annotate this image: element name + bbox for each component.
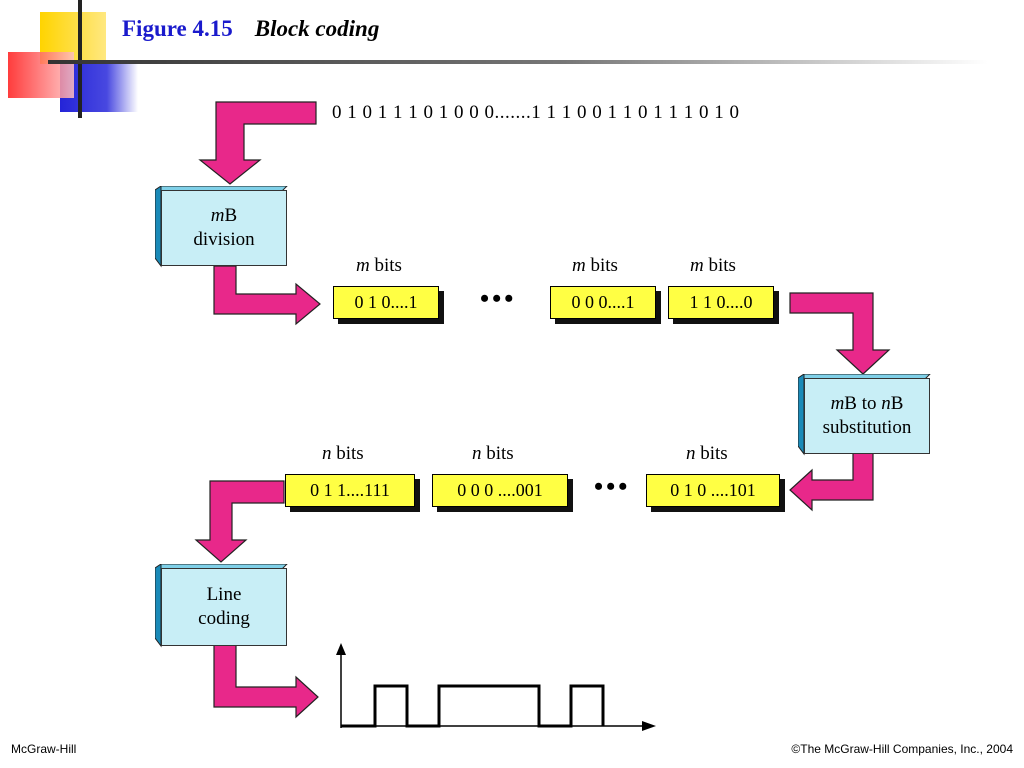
- signal-x-axis-arrowhead: [642, 721, 656, 731]
- n-bits-label-3: n bits: [686, 443, 728, 465]
- footer-publisher: McGraw-Hill: [11, 742, 77, 756]
- label-text: bits: [331, 443, 364, 464]
- m-bits-label-2: m bits: [572, 255, 618, 277]
- m-bits-label-3: m bits: [690, 255, 736, 277]
- mb-division-line2: division: [193, 229, 255, 250]
- letter-b: B: [890, 393, 904, 414]
- footer-copyright: ©The McGraw-Hill Companies, Inc., 2004: [791, 742, 1013, 756]
- arrow-input-to-division: [198, 101, 317, 185]
- input-bit-stream: 0 1 0 1 1 1 0 1 0 0 0.......1 1 1 0 0 1 …: [332, 102, 740, 123]
- signal-y-axis-arrowhead: [336, 643, 346, 655]
- text-b-to: B to: [844, 393, 882, 414]
- slide-corner-decoration: [8, 0, 138, 118]
- substitution-line2: substitution: [822, 417, 912, 438]
- label-text: bits: [695, 443, 728, 464]
- substitution-box: mB to nB substitution: [804, 378, 930, 454]
- m-group-2: 0 0 0....1: [550, 286, 656, 319]
- label-text: bits: [585, 255, 618, 276]
- signal-trace: [341, 684, 605, 728]
- label-text: bits: [481, 443, 514, 464]
- substitution-line1: mB to nB: [805, 392, 929, 416]
- var-m: m: [572, 255, 586, 276]
- title-divider: [48, 60, 988, 64]
- label-text: bits: [703, 255, 736, 276]
- line-coding-box: Line coding: [161, 568, 287, 646]
- arrow-groups-to-substitution: [789, 292, 891, 375]
- n-group-1: 0 1 1....111: [285, 474, 415, 507]
- mb-division-line1: mB: [162, 204, 286, 228]
- n-groups-ellipsis: •••: [594, 472, 631, 501]
- var-n: n: [881, 393, 891, 414]
- figure-number: Figure 4.15: [122, 16, 233, 41]
- line-coding-line2: coding: [198, 608, 250, 629]
- arrow-ngroups-to-linecoding: [194, 480, 285, 563]
- division-box-shadow: mB division: [155, 186, 288, 268]
- var-m: m: [210, 205, 225, 226]
- figure-title: Figure 4.15 Block coding: [122, 16, 379, 42]
- line-coding-line1: Line: [206, 584, 242, 605]
- m-group-1: 0 1 0....1: [333, 286, 439, 319]
- var-n: n: [322, 443, 332, 464]
- arrow-substitution-to-ngroups: [789, 451, 874, 512]
- arrow-linecoding-to-signal: [213, 644, 319, 719]
- line-coding-box-container: Line coding: [155, 564, 289, 648]
- digital-signal-waveform: [336, 643, 656, 731]
- figure-caption: Block coding: [254, 16, 380, 41]
- n-group-3: 0 1 0 ....101: [646, 474, 780, 507]
- var-n: n: [472, 443, 482, 464]
- m-bits-label-1: m bits: [356, 255, 402, 277]
- n-bits-label-1: n bits: [322, 443, 364, 465]
- n-group-2: 0 0 0 ....001: [432, 474, 568, 507]
- letter-b: B: [224, 205, 238, 226]
- n-bits-label-2: n bits: [472, 443, 514, 465]
- var-m: m: [830, 393, 845, 414]
- mb-division-box: mB division: [161, 190, 287, 266]
- var-m: m: [690, 255, 704, 276]
- substitution-box-container: mB to nB substitution: [798, 374, 932, 456]
- label-text: bits: [369, 255, 402, 276]
- var-m: m: [356, 255, 370, 276]
- m-group-3: 1 1 0....0: [668, 286, 774, 319]
- m-groups-ellipsis: •••: [480, 284, 517, 313]
- arrow-division-to-groups: [213, 265, 321, 326]
- var-n: n: [686, 443, 696, 464]
